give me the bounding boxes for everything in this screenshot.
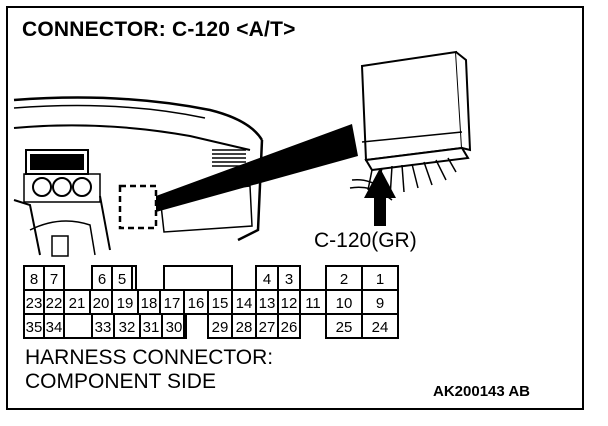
pin-label-21: 21	[69, 295, 86, 312]
footer-line-1: HARNESS CONNECTOR:	[25, 346, 274, 369]
pin-label-27: 27	[259, 319, 276, 336]
pin-label-18: 18	[141, 295, 158, 312]
pin-label-17: 17	[164, 295, 181, 312]
pin-label-25: 25	[336, 319, 353, 336]
pin-label-8: 8	[30, 271, 38, 288]
diagram-title: CONNECTOR: C-120 <A/T>	[22, 18, 296, 41]
pin-label-16: 16	[188, 295, 205, 312]
pin-label-20: 20	[93, 295, 110, 312]
pin-label-9: 9	[376, 295, 384, 312]
pin-label-23: 23	[26, 295, 43, 312]
pin-label-26: 26	[281, 319, 298, 336]
pin-cell-26	[277, 313, 301, 339]
pin-label-3: 3	[285, 271, 293, 288]
pin-cell-34	[43, 313, 65, 339]
pin-label-15: 15	[212, 295, 229, 312]
figure-code: AK200143 AB	[433, 383, 530, 400]
pin-label-29: 29	[212, 319, 229, 336]
pin-label-4: 4	[263, 271, 271, 288]
pin-label-28: 28	[236, 319, 253, 336]
pin-label-10: 10	[336, 295, 353, 312]
pin-label-12: 12	[281, 295, 298, 312]
diagram-frame	[6, 6, 584, 410]
pin-label-34: 34	[46, 319, 63, 336]
pin-cell-30	[161, 313, 187, 339]
pin-label-5: 5	[118, 271, 126, 288]
empty-slot	[163, 265, 233, 291]
pin-label-6: 6	[98, 271, 106, 288]
arrow-up-icon	[364, 168, 396, 226]
pin-label-11: 11	[305, 295, 321, 312]
pin-label-33: 33	[95, 319, 112, 336]
pin-label-19: 19	[117, 295, 134, 312]
pin-label-2: 2	[340, 271, 348, 288]
pin-label-13: 13	[259, 295, 276, 312]
pin-label-30: 30	[166, 319, 183, 336]
footer-line-2: COMPONENT SIDE	[25, 370, 216, 393]
pin-label-22: 22	[46, 295, 63, 312]
pin-cell-24	[361, 313, 399, 339]
ecu-box-icon	[349, 50, 472, 201]
pin-label-31: 31	[143, 319, 160, 336]
pin-label-35: 35	[26, 319, 43, 336]
pin-label-7: 7	[50, 271, 58, 288]
pin-label-24: 24	[372, 319, 389, 336]
pin-label-1: 1	[376, 271, 384, 288]
pin-label-14: 14	[236, 295, 253, 312]
connector-label: C-120(GR)	[314, 229, 417, 252]
pin-label-32: 32	[119, 319, 136, 336]
